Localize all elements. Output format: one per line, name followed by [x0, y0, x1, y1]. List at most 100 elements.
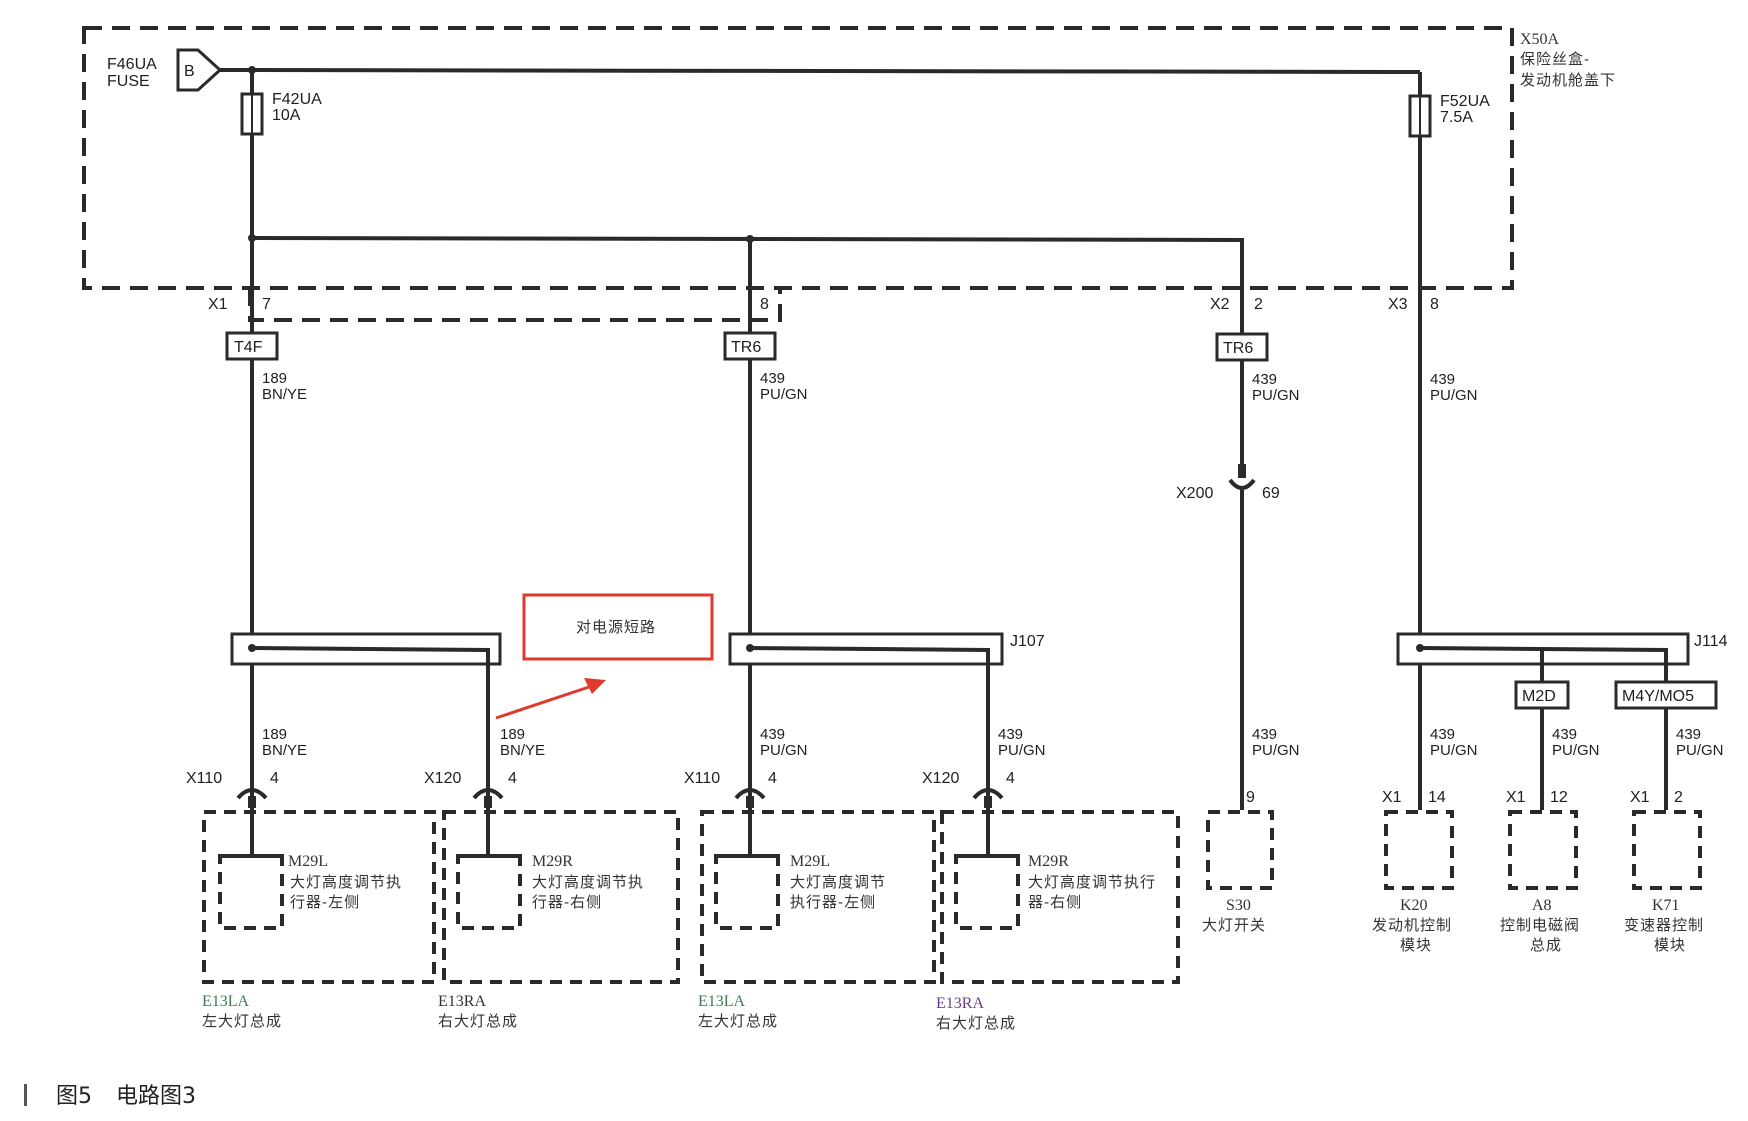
actuator-2-line2: 行器-右侧 [532, 893, 602, 911]
actuator-3-line1: 大灯高度调节 [790, 873, 886, 891]
assembly-1-name: 左大灯总成 [202, 1012, 282, 1030]
module-box-k71 [1632, 810, 1702, 890]
box-conn-2-pin: 8 [760, 296, 769, 313]
lower-conn-6-pin: 14 [1428, 789, 1446, 806]
actuator-4-line2: 器-右侧 [1028, 893, 1082, 911]
supply-fuse-id: F46UA [107, 56, 157, 73]
lower-connector-symbols [236, 788, 1004, 808]
box-conn-x1-pin: 7 [262, 296, 271, 313]
wire-2-color: PU/GN [760, 386, 808, 403]
actuator-box-3 [714, 854, 780, 930]
annotation-text: 对电源短路 [576, 618, 656, 636]
assembly-2-id: E13RA [438, 993, 486, 1010]
module-4-line1: 变速器控制 [1624, 916, 1704, 934]
actuator-box-1 [218, 854, 284, 930]
wire-1-color: BN/YE [262, 386, 307, 403]
lower-conn-8-name: X1 [1630, 789, 1650, 806]
lower-conn-1-name: X110 [186, 770, 222, 787]
box-conn-x3-pin: 8 [1430, 296, 1439, 313]
lower-conn-3-name: X110 [684, 770, 720, 787]
harness-tag-box-2 [723, 331, 777, 361]
lower-wire-6-color: PU/GN [1430, 742, 1478, 759]
module-1-id: S30 [1226, 897, 1251, 914]
wire-1-circuit: 189 [262, 370, 287, 387]
box-conn-x2-name: X2 [1210, 296, 1230, 313]
harness-tag-1: T4F [234, 339, 263, 356]
caption-figure: 图5 [56, 1084, 92, 1109]
wire-4-color: PU/GN [1430, 387, 1478, 404]
lower-wire-5-circuit: 439 [1252, 726, 1277, 743]
lower-wire-4-color: PU/GN [998, 742, 1046, 759]
module-4-line2: 模块 [1654, 936, 1686, 954]
lower-wire-7-circuit: 439 [1552, 726, 1577, 743]
lower-wire-8-circuit: 439 [1676, 726, 1701, 743]
module-2-line1: 发动机控制 [1372, 916, 1452, 934]
distribution-bus [251, 236, 1244, 288]
lower-conn-3-pin: 4 [768, 770, 777, 787]
lower-wire-5-color: PU/GN [1252, 742, 1300, 759]
assembly-outline-2 [442, 810, 680, 984]
annotation-box [522, 593, 714, 661]
lower-wire-4-circuit: 439 [998, 726, 1023, 743]
wire-3-circuit: 439 [1252, 371, 1277, 388]
lower-wire-7-color: PU/GN [1552, 742, 1600, 759]
actuator-2-line1: 大灯高度调节执 [532, 873, 644, 891]
fuse-f42ua-id: F42UA [272, 91, 322, 108]
splice-3-id: J114 [1694, 633, 1728, 650]
module-2-id: K20 [1400, 897, 1428, 914]
fuse-f52ua-id: F52UA [1440, 93, 1490, 110]
module-1-line1: 大灯开关 [1202, 916, 1266, 934]
module-box-a8 [1508, 810, 1578, 890]
box-conn-x2-pin: 2 [1254, 296, 1263, 313]
lower-wire-3-color: PU/GN [760, 742, 808, 759]
actuator-2-id: M29R [532, 853, 573, 870]
splice-1-wires [251, 646, 490, 800]
lower-conn-8-pin: 2 [1674, 789, 1683, 806]
supply-fuse-label: FUSE [107, 73, 150, 90]
branch-tag-2: M4Y/MO5 [1622, 688, 1694, 705]
module-3-line2: 总成 [1530, 936, 1562, 954]
fuse-box-id: X50A [1520, 31, 1560, 48]
branch-tag-box-2 [1614, 680, 1718, 710]
splice-1-dot [248, 644, 256, 652]
actuator-feeds [230, 808, 1016, 858]
splice-2-wires [749, 646, 990, 800]
caption-title: 电路图3 [116, 1084, 196, 1109]
actuator-1-line2: 行器-左侧 [290, 893, 360, 911]
lower-conn-4-name: X120 [922, 770, 959, 787]
harness-tag-3: TR6 [1223, 340, 1253, 357]
branch-tag-box-1 [1514, 680, 1570, 710]
inline-connector-name: X200 [1176, 485, 1213, 502]
lower-conn-6-name: X1 [1382, 789, 1402, 806]
branch-tag-1: M2D [1522, 688, 1556, 705]
splice-3-wires [1419, 646, 1668, 810]
lower-wire-3-circuit: 439 [760, 726, 785, 743]
fuse-box-name-line1: 保险丝盒- [1520, 50, 1590, 68]
actuator-box-4 [954, 854, 1020, 930]
harness-tag-box-1 [225, 331, 279, 361]
assembly-2-name: 右大灯总成 [438, 1012, 518, 1030]
actuator-4-id: M29R [1028, 853, 1069, 870]
module-2-line2: 模块 [1400, 936, 1432, 954]
actuator-3-line2: 执行器-左侧 [790, 893, 876, 911]
caption-marker [24, 1084, 27, 1106]
supply-terminal-letter: B [184, 63, 195, 80]
lower-conn-7-name: X1 [1506, 789, 1526, 806]
wire-4-circuit: 439 [1430, 371, 1455, 388]
lower-wire-1-color: BN/YE [262, 742, 307, 759]
inline-connector-pin [1238, 464, 1246, 478]
inline-connector-pin-label: 69 [1262, 485, 1280, 502]
actuator-1-id: M29L [288, 853, 328, 870]
lower-conn-2-name: X120 [424, 770, 461, 787]
supply-terminal-symbol [176, 48, 223, 92]
fuse-f52ua-rating: 7.5A [1440, 109, 1473, 126]
annotation-arrow [495, 684, 593, 720]
lower-wire-6-circuit: 439 [1430, 726, 1455, 743]
module-3-line1: 控制电磁阀 [1500, 916, 1580, 934]
module-4-id: K71 [1652, 897, 1680, 914]
box-conn-x1-name: X1 [208, 296, 228, 313]
wire-3-color: PU/GN [1252, 387, 1300, 404]
fuse-box-outline [82, 26, 1514, 290]
inline-connector-socket [1228, 478, 1256, 490]
